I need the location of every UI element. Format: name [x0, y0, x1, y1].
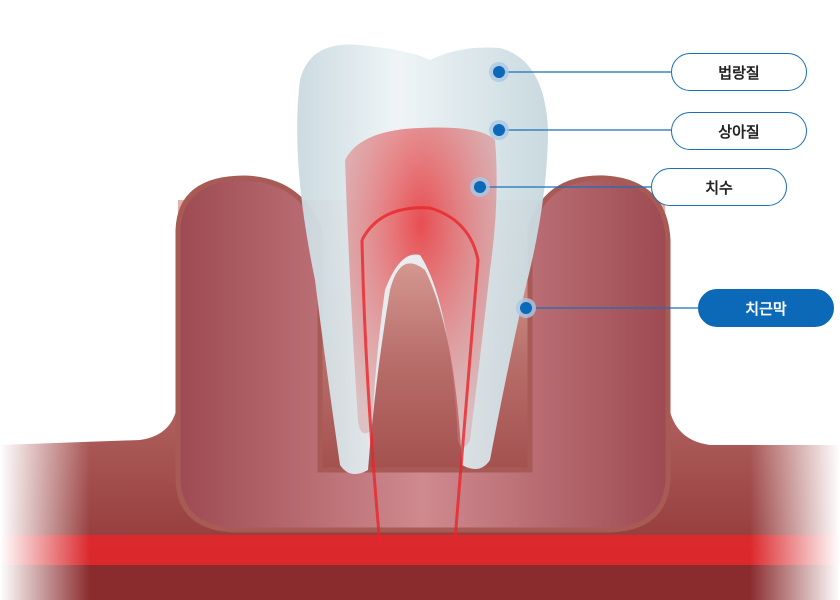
label-periodontal-ligament[interactable]: 치근막 — [698, 289, 834, 327]
label-pulp[interactable]: 치수 — [651, 168, 787, 206]
label-enamel[interactable]: 법랑질 — [671, 53, 807, 91]
marker-dots — [470, 62, 536, 318]
label-dentin[interactable]: 상아질 — [671, 112, 807, 150]
